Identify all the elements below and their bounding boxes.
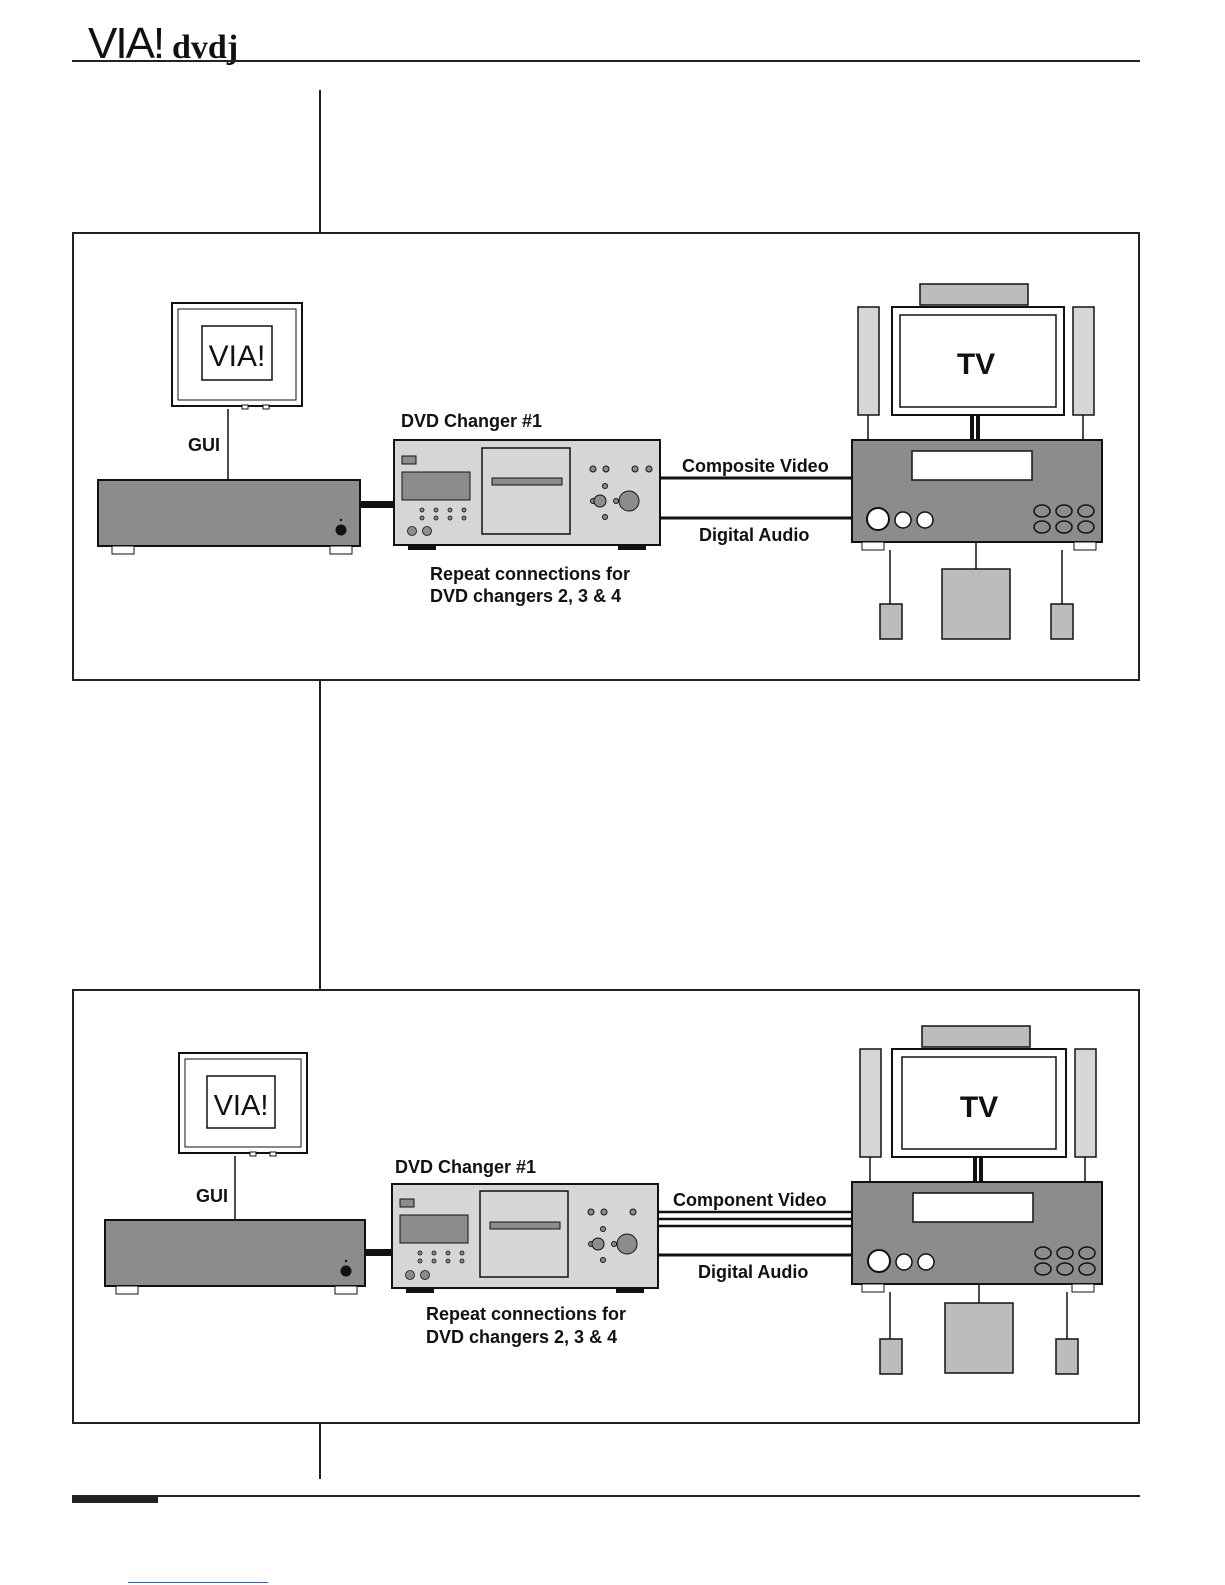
repeat-note-line2: DVD changers 2, 3 & 4	[426, 1327, 617, 1347]
margin-rule-bottom	[319, 1424, 321, 1479]
repeat-note-line2: DVD changers 2, 3 & 4	[430, 586, 621, 606]
via-server	[105, 1220, 365, 1294]
header-rule	[72, 60, 1140, 62]
rear-right-speaker	[1056, 1339, 1078, 1374]
via-monitor: VIA!	[172, 303, 302, 409]
center-speaker	[922, 1026, 1030, 1047]
component-video-cable	[658, 1212, 852, 1226]
diagram-composite: VIA! GUI DVD Changer #1	[72, 232, 1140, 681]
audio-label: Digital Audio	[699, 525, 809, 545]
via-monitor: VIA!	[179, 1053, 307, 1156]
video-label: Composite Video	[682, 456, 829, 476]
monitor-logo: VIA!	[209, 340, 266, 373]
volume-knob-icon	[867, 508, 889, 530]
repeat-note-line1: Repeat connections for	[426, 1304, 626, 1324]
server-changer-cable	[365, 1249, 392, 1256]
dvd-changer: DVD Changer #1	[392, 1157, 658, 1293]
tv: TV	[892, 1049, 1066, 1182]
margin-rule-top	[319, 90, 321, 232]
tv-label: TV	[957, 348, 995, 381]
av-receiver	[852, 1182, 1102, 1292]
power-button-icon	[341, 1266, 352, 1277]
via-server	[98, 480, 360, 554]
subwoofer	[945, 1303, 1013, 1373]
center-speaker	[920, 284, 1028, 305]
diagram-component: VIA! GUI DVD Changer #1	[72, 989, 1140, 1424]
rear-left-speaker	[880, 604, 902, 639]
footer-rule	[72, 1495, 1140, 1497]
front-right-speaker	[1075, 1049, 1096, 1157]
monitor-logo: VIA!	[214, 1090, 269, 1122]
tv: TV	[892, 307, 1064, 440]
margin-rule-middle	[319, 680, 321, 990]
footer-link-line	[128, 1582, 268, 1583]
volume-knob-icon	[868, 1250, 890, 1272]
front-left-speaker	[858, 307, 879, 415]
front-right-speaker	[1073, 307, 1094, 415]
dvd-changer: DVD Changer #1	[394, 411, 660, 550]
gui-label: GUI	[196, 1186, 228, 1206]
tv-label: TV	[960, 1091, 998, 1124]
rear-left-speaker	[880, 1339, 902, 1374]
repeat-note-line1: Repeat connections for	[430, 564, 630, 584]
audio-label: Digital Audio	[698, 1262, 808, 1282]
front-left-speaker	[860, 1049, 881, 1157]
av-receiver	[852, 440, 1102, 550]
subwoofer	[942, 569, 1010, 639]
rear-right-speaker	[1051, 604, 1073, 639]
footer-accent-bar	[72, 1496, 158, 1503]
server-changer-cable	[360, 501, 394, 508]
video-label: Component Video	[673, 1190, 827, 1210]
changer-label: DVD Changer #1	[395, 1157, 536, 1177]
changer-label: DVD Changer #1	[401, 411, 542, 431]
gui-label: GUI	[188, 435, 220, 455]
power-button-icon	[336, 525, 347, 536]
